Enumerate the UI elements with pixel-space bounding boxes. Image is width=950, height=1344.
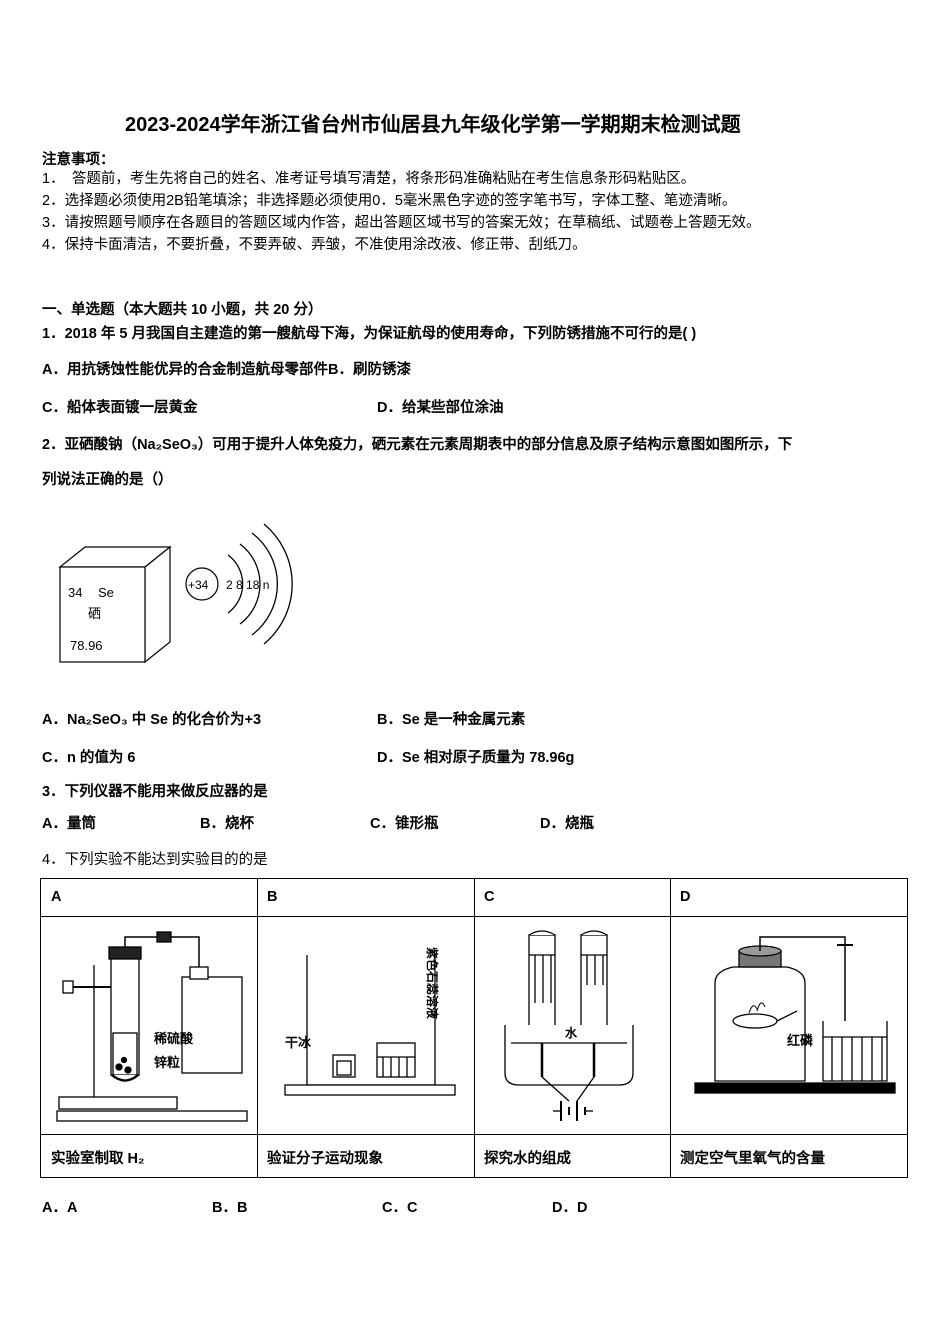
experiment-c-label-1: 水 <box>565 1025 578 1040</box>
section-heading: 一、单选题（本大题共 10 小题，共 20 分） <box>42 302 323 318</box>
notice-item-2: 2．选择题必须使用2B铅笔填涂；非选择题必须使用0．5毫米黑色字迹的签字笔书写，… <box>42 193 737 209</box>
question-2-body-line2: 列说法正确的是（） <box>42 472 173 488</box>
table-header-d: D <box>680 889 691 905</box>
experiment-b-diagram: 干冰 紫色石蕊溶液 <box>265 925 473 1130</box>
table-header-a: A <box>51 889 62 905</box>
element-number-text: 34 <box>68 585 82 600</box>
question-1-text: 1．2018 年 5 月我国自主建造的第一艘航母下海，为保证航母的使用寿命，下列… <box>42 322 696 343</box>
question-2-option-d: D．Se 相对原子质量为 78.96g <box>377 750 575 766</box>
question-2-text: 2．亚硒酸钠（Na₂SeO₃）可用于提升人体免疫力，硒元素在元素周期表中的部分信… <box>42 430 922 460</box>
question-3-option-a: A．量筒 <box>42 816 96 832</box>
question-4-answer-a: A．A <box>42 1200 78 1216</box>
question-2-diagram: 34 Se 硒 78.96 +34 2 8 18 n <box>50 522 350 682</box>
question-4-answer-d: D．D <box>552 1200 588 1216</box>
notice-item-4: 4．保持卡面清洁，不要折叠，不要弄破、弄皱，不准使用涂改液、修正带、刮纸刀。 <box>42 237 587 253</box>
question-3-option-b: B．烧杯 <box>200 816 254 832</box>
question-2-option-c: C．n 的值为 6 <box>42 750 136 766</box>
table-divider-2 <box>474 879 475 1177</box>
question-4-body: 下列实验不能达到实验目的的是 <box>64 852 268 868</box>
experiment-a-label-2: 锌粒 <box>154 1055 180 1070</box>
notice-item-1: 1． 答题前，考生先将自己的姓名、准考证号填写清楚，将条形码准确粘贴在考生信息条… <box>42 171 696 187</box>
question-3-body: 下列仪器不能用来做反应器的是 <box>64 784 268 800</box>
question-2-option-b: B．Se 是一种金属元素 <box>377 712 526 728</box>
nucleus-charge-text: +34 <box>188 578 209 592</box>
experiment-b-label-2: 紫色石蕊溶液 <box>425 947 440 1019</box>
element-symbol-text: Se <box>98 585 114 600</box>
question-3-option-d: D．烧瓶 <box>540 816 594 832</box>
experiment-a-caption: 实验室制取 H₂ <box>51 1151 145 1167</box>
notice-heading: 注意事项： <box>42 152 115 168</box>
question-2-body-line1: 亚硒酸钠（Na₂SeO₃）可用于提升人体免疫力，硒元素在元素周期表中的部分信息及… <box>64 437 793 453</box>
experiment-table: A B C D <box>40 878 908 1178</box>
experiment-d-caption: 测定空气里氧气的含量 <box>680 1151 825 1167</box>
notice-list: 1． 答题前，考生先将自己的姓名、准考证号填写清楚，将条形码准确粘贴在考生信息条… <box>42 168 922 256</box>
table-body-row <box>41 917 907 1135</box>
experiment-d-diagram: 红磷 <box>677 925 905 1130</box>
question-2-number: 2． <box>42 437 65 453</box>
question-4-answer-b: B．B <box>212 1200 248 1216</box>
table-divider-3 <box>670 879 671 1177</box>
experiment-b-label-1: 干冰 <box>285 1035 312 1050</box>
page-title: 2023-2024学年浙江省台州市仙居县九年级化学第一学期期末检测试题 <box>125 114 741 136</box>
question-1-option-c: C．船体表面镀一层黄金 <box>42 400 198 416</box>
question-3-number: 3． <box>42 784 65 800</box>
question-3-text: 3．下列仪器不能用来做反应器的是 <box>42 780 268 801</box>
question-3-option-c: C．锥形瓶 <box>370 816 439 832</box>
notice-item-3: 3．请按照题号顺序在各题目的答题区域内作答，超出答题区域书写的答案无效；在草稿纸… <box>42 215 761 231</box>
atomic-mass-text: 78.96 <box>70 638 103 653</box>
question-4-number: 4． <box>42 852 65 868</box>
experiment-c-diagram: 水 <box>481 925 669 1130</box>
experiment-c-caption: 探究水的组成 <box>484 1151 571 1167</box>
question-1-number: 1． <box>42 326 65 342</box>
question-1-body: 2018 年 5 月我国自主建造的第一艘航母下海，为保证航母的使用寿命，下列防锈… <box>64 326 697 342</box>
element-name-text: 硒 <box>88 606 101 621</box>
shell-electrons-text: 2 8 18 n <box>226 578 269 592</box>
experiment-a-diagram: 稀硫酸 锌粒 <box>49 925 257 1130</box>
experiment-a-label-1: 稀硫酸 <box>154 1031 194 1046</box>
table-header-c: C <box>484 889 495 905</box>
question-1-option-d: D．给某些部位涂油 <box>377 400 504 416</box>
question-2-option-a: A．Na₂SeO₃ 中 Se 的化合价为+3 <box>42 712 262 728</box>
table-header-b: B <box>267 889 278 905</box>
question-1-option-a: A．用抗锈蚀性能优异的合金制造航母零部件B．刷防锈漆 <box>42 362 411 378</box>
experiment-d-label-1: 红磷 <box>787 1033 814 1048</box>
question-4-answer-c: C．C <box>382 1200 418 1216</box>
table-divider-1 <box>257 879 258 1177</box>
experiment-b-caption: 验证分子运动现象 <box>267 1151 383 1167</box>
question-4-text: 4．下列实验不能达到实验目的的是 <box>42 848 268 869</box>
table-header-row <box>41 879 907 917</box>
